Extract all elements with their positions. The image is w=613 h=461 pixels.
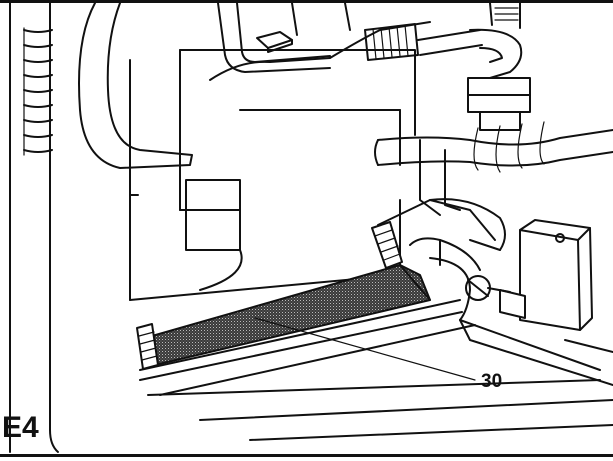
adjusting-screw (465, 275, 511, 301)
pipe-hook (469, 2, 523, 79)
upper-bracket (217, 2, 431, 73)
side-block (499, 219, 593, 331)
callout-number-30: 30 (481, 371, 502, 392)
callout-leader-30 (254, 317, 476, 381)
bottom-border-rule (0, 454, 613, 457)
left-frame-post (9, 2, 59, 453)
clamp-screw-left (136, 323, 159, 370)
threaded-rod (364, 23, 483, 61)
figure-label: E4 (2, 411, 39, 444)
cutter-drum (139, 257, 601, 396)
power-cable (374, 121, 613, 216)
planer-table (147, 319, 613, 441)
motor-housing (78, 2, 416, 301)
pipe-fitting (467, 77, 531, 131)
coil-spring (23, 27, 53, 156)
top-border-rule (0, 0, 613, 3)
cutter-guard (377, 198, 506, 271)
clamp-screw-right (371, 221, 403, 269)
